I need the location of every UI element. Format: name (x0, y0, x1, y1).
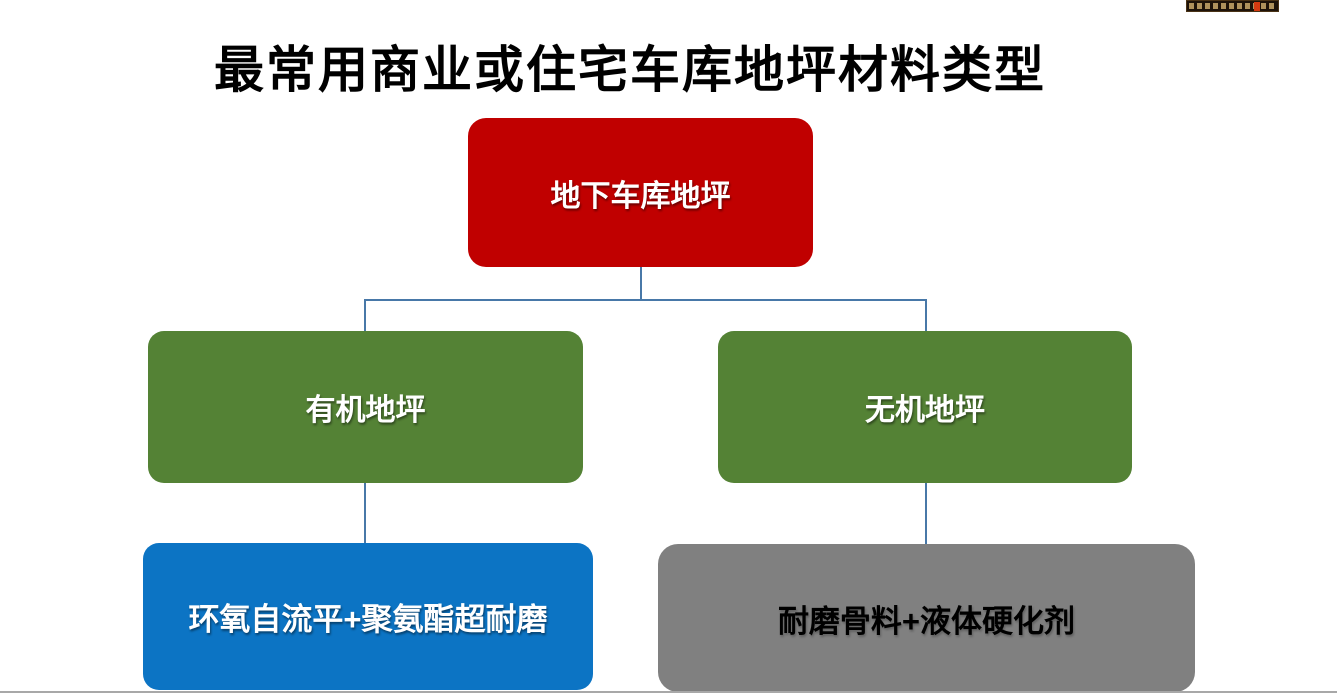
node-label: 环氧自流平+聚氨酯超耐磨 (188, 602, 548, 637)
slide-title: 最常用商业或住宅车库地坪材料类型 (214, 42, 1046, 98)
node-label: 无机地坪 (865, 394, 985, 427)
node-organic-floor: 有机地坪 (148, 331, 583, 483)
node-epoxy-self-leveling: 环氧自流平+聚氨酯超耐磨 (143, 543, 593, 690)
node-inorganic-floor: 无机地坪 (718, 331, 1132, 483)
node-underground-garage-floor: 地下车库地坪 (468, 118, 813, 267)
logo-glyphs (1189, 3, 1276, 9)
logo-accent-mark (1254, 2, 1260, 11)
node-label: 有机地坪 (305, 394, 426, 427)
corner-watermark-logo-icon (1186, 0, 1279, 12)
node-wear-resistant-aggregate: 耐磨骨料+液体硬化剂 (658, 544, 1195, 692)
node-label: 地下车库地坪 (550, 179, 731, 213)
bottom-divider-line (0, 691, 1337, 693)
node-label: 耐磨骨料+液体硬化剂 (777, 603, 1076, 639)
